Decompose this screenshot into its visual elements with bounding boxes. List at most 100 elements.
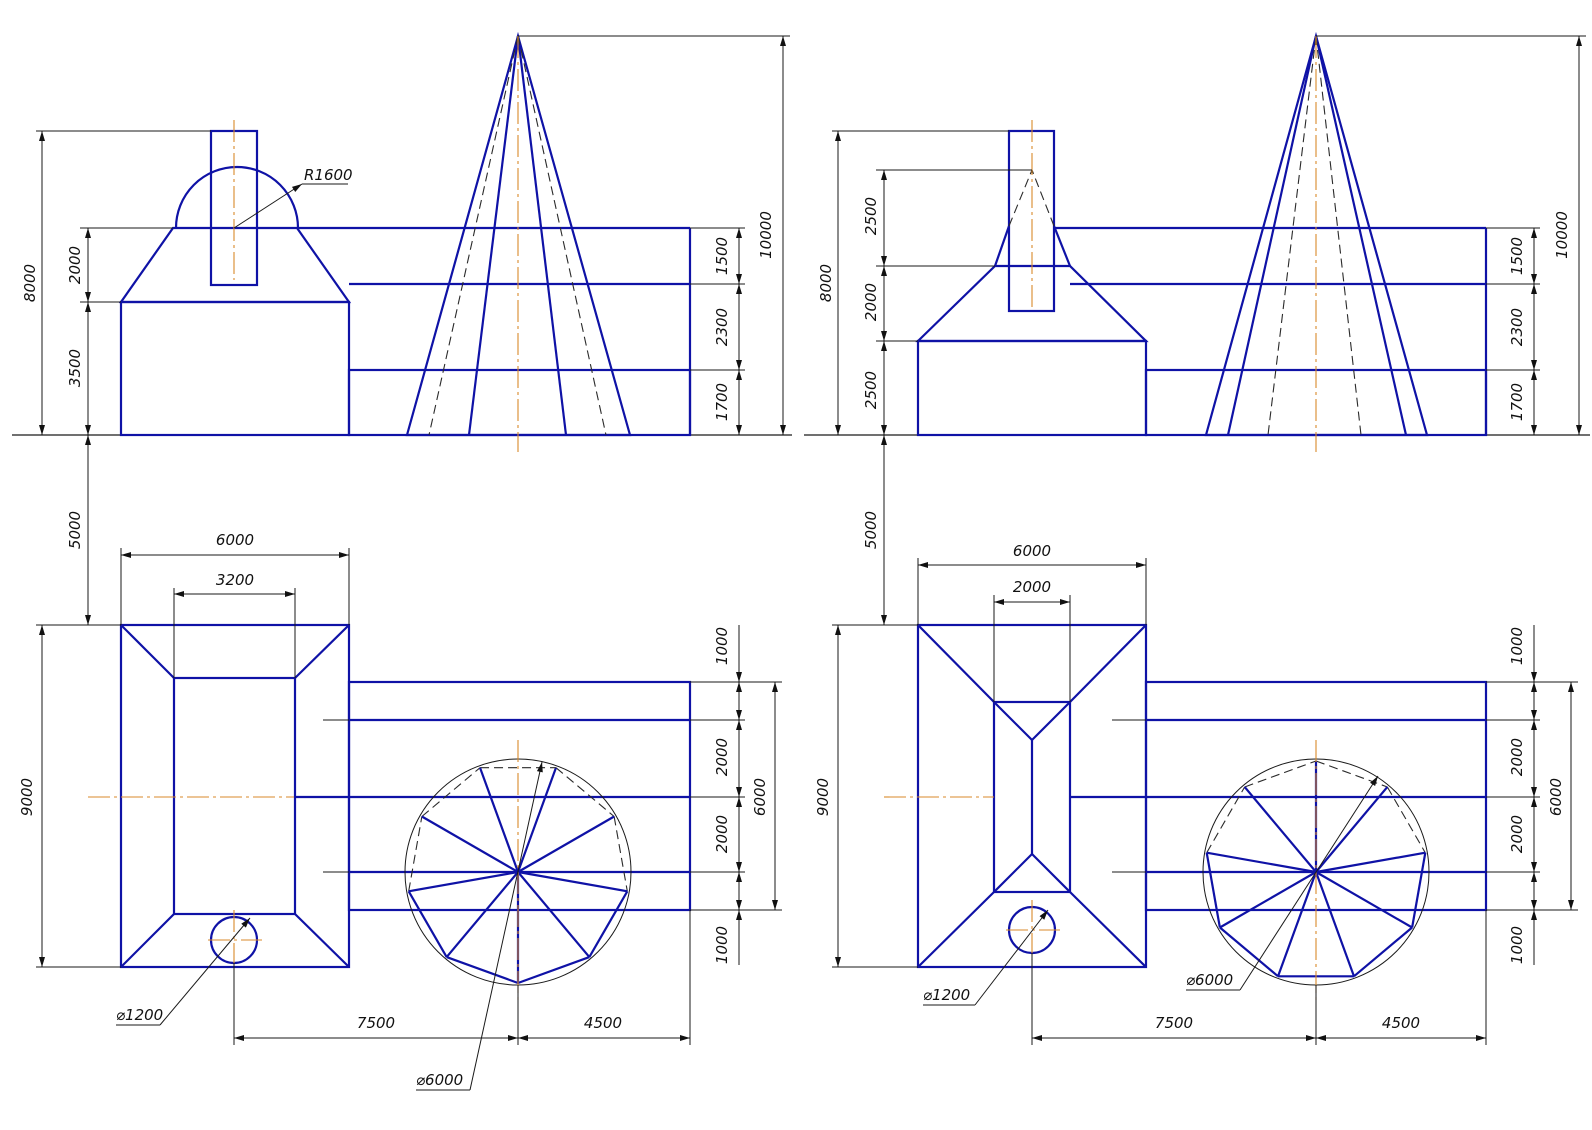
plan-view-right (884, 623, 1488, 1000)
variant-right: 8000 2500 2000 2500 1500 2300 1700 10000… (804, 31, 1590, 1045)
front-view-left: R1600 (118, 31, 692, 452)
plan-view-left (88, 623, 692, 1000)
pyramid-polygon-right (1205, 760, 1427, 978)
dim-1500: 1500 (1508, 237, 1526, 275)
pyramid-edge (1226, 35, 1318, 436)
pyramid-rib (517, 870, 628, 893)
leader (159, 917, 251, 1026)
front-view-right (915, 31, 1488, 452)
polygon-edge (1205, 852, 1221, 928)
dim-2300: 2300 (713, 308, 731, 346)
hip-line (294, 913, 350, 968)
dim-10000: 10000 (1553, 211, 1571, 259)
dim-2000: 2000 (1508, 738, 1526, 776)
hip-line (120, 913, 175, 968)
ridge-hip (993, 852, 1071, 893)
pyramid-edge (1314, 35, 1408, 436)
pyramid-rib (517, 815, 615, 873)
front-dimensions-left: 8000 2000 3500 1500 2300 1700 10000 5000 (21, 35, 790, 626)
plan-dimensions-left: 6000 3200 9000 1000 2000 2000 1000 6000 (18, 531, 782, 1091)
dim-6000: 6000 (216, 531, 254, 549)
dim-1700: 1700 (1508, 383, 1526, 421)
dim-2300: 2300 (1508, 308, 1526, 346)
dim-4500: 4500 (584, 1014, 622, 1032)
dim-6000: 6000 (751, 778, 769, 816)
polygon-edge (1386, 786, 1426, 854)
pyramid-rib (1277, 871, 1318, 977)
pyramid-hidden-edge (1267, 35, 1317, 436)
roof-edge (993, 225, 1011, 267)
dim-1500: 1500 (713, 237, 731, 275)
pyramid-rib (479, 767, 520, 873)
polygon-edge (555, 767, 615, 817)
dim-2000: 2000 (862, 283, 880, 321)
pyramid-rib (1315, 871, 1413, 929)
pyramid-rib (445, 871, 519, 958)
hip-line (1069, 891, 1147, 968)
pyramid-rib (517, 871, 591, 958)
hip-line (917, 624, 995, 703)
dim-1700: 1700 (713, 383, 731, 421)
polygon-edge (1411, 852, 1427, 928)
polygon-edge (407, 890, 448, 958)
dim-1000: 1000 (1508, 627, 1526, 665)
polygon-edge (421, 767, 481, 817)
pyramid-rib (421, 815, 519, 873)
dim-9000: 9000 (814, 778, 832, 816)
dim-8000: 8000 (21, 264, 39, 302)
dim-d6000: ⌀6000 (1186, 971, 1233, 989)
plan-inner-rect (172, 676, 297, 916)
dim-5000: 5000 (862, 511, 880, 549)
dim-2000: 2000 (713, 815, 731, 853)
leader (1239, 775, 1379, 991)
radius-leader (233, 183, 303, 229)
front-dimensions-right: 8000 2500 2000 2500 1500 2300 1700 10000… (817, 35, 1586, 626)
pyramid-hidden-edge (428, 35, 519, 436)
polygon-edge (1206, 786, 1246, 854)
dim-4500: 4500 (1382, 1014, 1420, 1032)
dim-2500: 2500 (862, 197, 880, 235)
polygon-edge (1353, 926, 1413, 978)
polygon-edge (1219, 926, 1279, 978)
dim-d1200: ⌀1200 (923, 986, 970, 1004)
base-block (916, 339, 1148, 437)
dim-8000: 8000 (817, 264, 835, 302)
pyramid-rib (1206, 851, 1317, 874)
dim-2500: 2500 (862, 371, 880, 409)
pyramid-hidden-edge (1315, 35, 1362, 436)
pyramid-rib (1219, 871, 1317, 929)
dim-3200: 3200 (216, 571, 254, 589)
dim-9000: 9000 (18, 778, 36, 816)
dim-d6000: ⌀6000 (416, 1071, 463, 1089)
polygon-edge (588, 890, 629, 958)
leader (469, 761, 543, 1091)
hidden-edge (1031, 169, 1055, 227)
hidden-edge (1008, 169, 1033, 227)
dim-6000: 6000 (1547, 778, 1565, 816)
dim-1000: 1000 (713, 627, 731, 665)
dim-1000: 1000 (1508, 926, 1526, 964)
roof-edge (1052, 225, 1072, 267)
polygon-edge (1244, 760, 1317, 788)
hip-line (917, 891, 995, 968)
pyramid-rib (1315, 786, 1389, 873)
pyramid-edge (467, 35, 520, 436)
dim-2000: 2000 (66, 246, 84, 284)
dim-2000: 2000 (1013, 578, 1051, 596)
hip-line (1069, 624, 1147, 703)
plan-dimensions-right: 6000 2000 9000 1000 2000 2000 1000 6000 (814, 542, 1578, 1045)
variant-left: R1600 8000 2000 3500 1500 2300 1700 1000… (12, 31, 792, 1091)
dim-1000: 1000 (713, 926, 731, 964)
roof-trapezoid (118, 226, 352, 304)
polygon-edge (408, 816, 423, 892)
polygon-edge (446, 955, 519, 985)
dim-5000: 5000 (66, 511, 84, 549)
pyramid-hidden-edge (517, 35, 607, 436)
dim-7500: 7500 (357, 1014, 395, 1032)
radius-label: R1600 (304, 166, 353, 184)
pyramid-rib (1315, 851, 1426, 874)
middle-block (347, 368, 692, 437)
ridge-hip (993, 701, 1071, 742)
pyramid-rib (408, 870, 519, 893)
